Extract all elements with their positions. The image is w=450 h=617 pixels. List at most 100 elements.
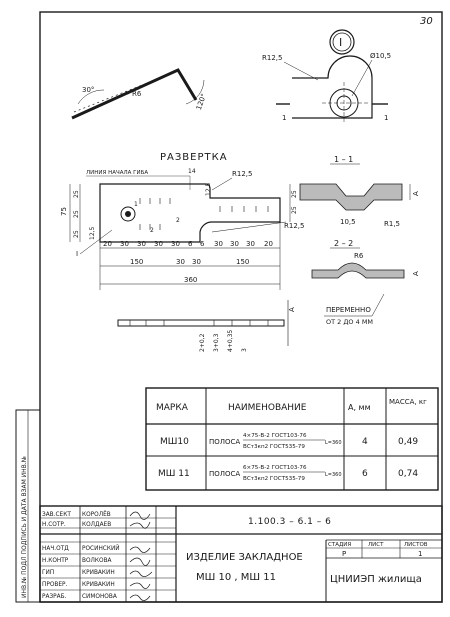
- dev-h-total: 75: [60, 207, 68, 216]
- th-a: А, мм: [348, 403, 371, 412]
- chain-l-1: 30: [120, 240, 129, 248]
- section-2-a: A: [412, 271, 420, 276]
- dev-h-part-2: 25: [73, 210, 80, 218]
- dev-h-right-1: 25: [291, 190, 298, 198]
- chain-r-3: 20: [264, 240, 273, 248]
- name-4: КРИВАКИН: [82, 570, 115, 576]
- name-5: КРИВАКИН: [82, 582, 115, 588]
- row1-len: L=360: [325, 440, 342, 446]
- row2-a: 6: [362, 469, 368, 479]
- sheet-number: 30: [420, 16, 433, 27]
- name-2: РОСИНСКИЙ: [82, 545, 120, 552]
- bend-angle-120: 120°: [195, 93, 208, 112]
- section-1-r: R1,5: [384, 220, 400, 228]
- product-name: ИЗДЕЛИЕ ЗАКЛАДНОЕ: [186, 552, 303, 563]
- plan-hole-label: Ø10,5: [370, 52, 391, 60]
- product-marks: МШ 10 , МШ 11: [196, 572, 276, 583]
- name-6: СИМОНОВА: [82, 594, 117, 600]
- organization: ЦНИИЭП жилища: [330, 574, 422, 585]
- section-2-label: 2 – 2: [334, 239, 353, 248]
- dev-small-dim: 14: [188, 168, 196, 175]
- th-name: НАИМЕНОВАНИЕ: [228, 403, 307, 413]
- node-marker-circle: [329, 29, 355, 55]
- row2-mass: 0,74: [398, 469, 418, 479]
- row2-num: 6×75-В-2 ГОСТ103-76: [243, 465, 307, 471]
- dev-small-3: 12,5: [205, 182, 212, 196]
- svg-text:1: 1: [282, 114, 286, 122]
- name-0: КОРОЛЁВ: [82, 511, 111, 518]
- sheets-value: 1: [418, 550, 422, 558]
- role-3: Н.КОНТР: [42, 558, 69, 564]
- stage-value: Р: [342, 550, 346, 558]
- svg-text:2: 2: [176, 217, 180, 224]
- chain-m-2: 6: [200, 240, 205, 248]
- side-stamp-text: ИНВ.№ ПОДЛ ПОДПИСЬ И ДАТА ВЗАМ ИНВ.№: [21, 456, 28, 598]
- role-5: ПРОВЕР.: [42, 582, 68, 588]
- section-1-label: 1 – 1: [334, 155, 353, 164]
- th-mark: МАРКА: [156, 403, 189, 413]
- variable-range: ОТ 2 ДО 4 ММ: [326, 318, 373, 326]
- chain-r-0: 30: [214, 240, 223, 248]
- sheets-header: ЛИСТОВ: [404, 542, 428, 548]
- role-2: НАЧ.ОТД: [42, 546, 69, 552]
- row2-den: ВСт3кп2 ГОСТ535-79: [243, 476, 305, 482]
- dev-r-bottom: R12,5: [284, 222, 304, 230]
- section-1-profile: [299, 183, 403, 211]
- chain-m-1: 6: [188, 240, 193, 248]
- svg-text:2: 2: [150, 227, 154, 234]
- sub-left: 150: [130, 258, 143, 266]
- chain-m-0: 30: [171, 240, 180, 248]
- edge-strip: [117, 319, 285, 327]
- stage-header: СТАДИЯ: [328, 542, 351, 548]
- offset-4: 3: [241, 348, 248, 352]
- sub-mid-0: 30: [176, 258, 185, 266]
- overall-length: 360: [184, 276, 197, 284]
- node-marker-label: I: [339, 36, 342, 49]
- role-4: ГИП: [42, 570, 54, 576]
- role-6: РАЗРАБ.: [42, 594, 67, 600]
- bend-angle-30: 30°: [82, 86, 94, 94]
- dev-hole: [120, 206, 136, 222]
- chain-r-2: 30: [246, 240, 255, 248]
- sheet-header: ЛИСТ: [368, 542, 384, 548]
- variable-note: ПЕРЕМЕННО: [326, 306, 371, 314]
- sub-right: 150: [236, 258, 249, 266]
- dev-h-right-2: 25: [291, 206, 298, 214]
- section-2-r: R6: [354, 252, 364, 260]
- offset-a: А: [288, 307, 296, 312]
- chain-l-0: 20: [103, 240, 112, 248]
- dev-h-part-3: 25: [73, 230, 80, 238]
- offset-3: 4+0,35: [227, 330, 234, 352]
- bent-part-view: [71, 68, 198, 120]
- offset-1: 2+0,2: [199, 333, 206, 352]
- role-1: Н.СОТР.: [42, 522, 66, 528]
- sub-mid-1: 30: [192, 258, 201, 266]
- dev-mark-I: I: [76, 250, 78, 258]
- section-1-a: A: [412, 191, 420, 196]
- row1-type: ПОЛОСА: [209, 438, 240, 446]
- signatures: [129, 511, 153, 601]
- dev-small-2: 12,5: [89, 226, 96, 240]
- dev-r-top: R12,5: [232, 170, 252, 178]
- doc-code: 1.100.3 – 6.1 – 6: [248, 517, 331, 527]
- chain-l-3: 30: [154, 240, 163, 248]
- development-title: РАЗВЕРТКА: [160, 152, 228, 163]
- role-0: ЗАВ.СЕКТ: [42, 512, 71, 518]
- name-3: ВОЛКОВА: [82, 558, 112, 564]
- th-mass: МАССА, кг: [389, 398, 427, 406]
- svg-text:1: 1: [134, 201, 138, 208]
- row1-mark: МШ10: [160, 437, 189, 447]
- row2-type: ПОЛОСА: [209, 470, 240, 478]
- row1-num: 4×75-В-2 ГОСТ103-76: [243, 433, 307, 439]
- row2-mark: МШ 11: [158, 469, 190, 479]
- spec-table: [145, 387, 439, 491]
- development-outline: [99, 183, 281, 243]
- chain-l-2: 30: [137, 240, 146, 248]
- section-2-profile: [311, 262, 405, 279]
- offset-2: 3+0,3: [213, 333, 220, 352]
- name-1: КОЛДАЕВ: [82, 522, 111, 528]
- bend-radius: R6: [132, 90, 142, 98]
- row1-den: ВСт3кп2 ГОСТ535-79: [243, 444, 305, 450]
- row1-a: 4: [362, 437, 368, 447]
